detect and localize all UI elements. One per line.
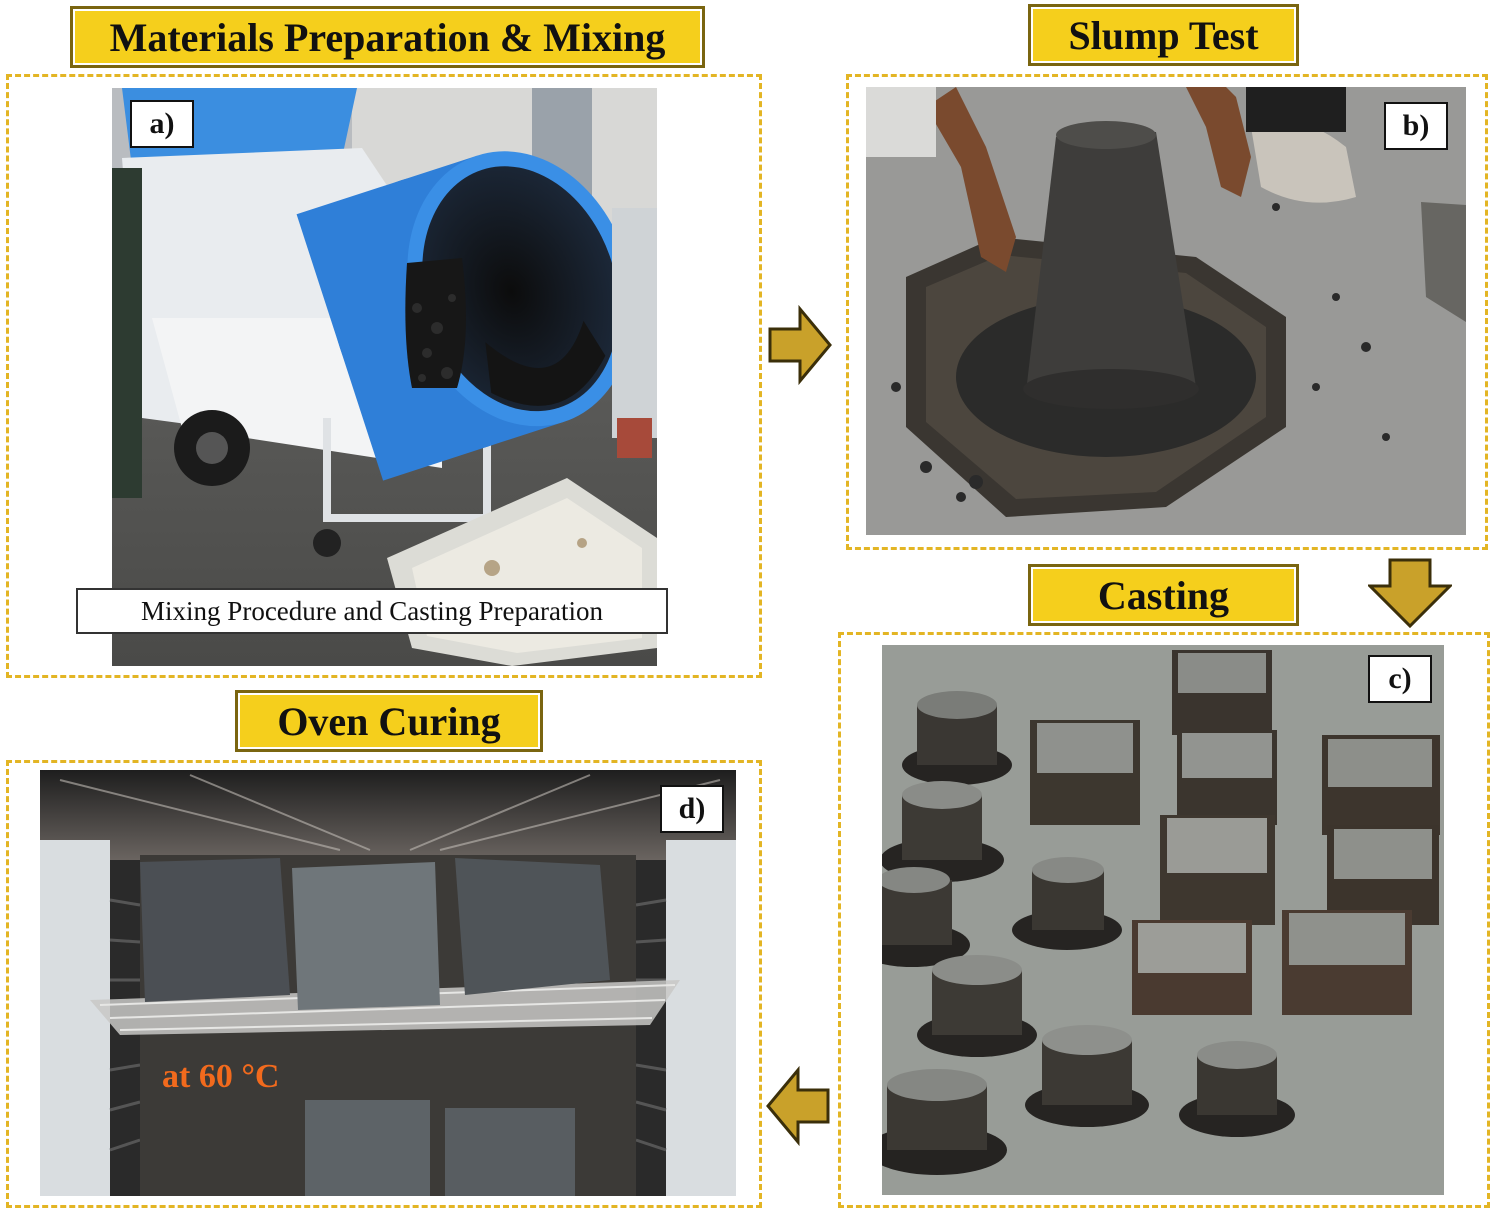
arrow-left-icon [766,1066,830,1146]
panel-a-title: Materials Preparation & Mixing [70,6,705,68]
oven-photo [40,770,736,1196]
panel-b-frame [846,74,1488,550]
panel-b-label: b) [1384,102,1448,150]
panel-a-frame [6,74,762,678]
panel-c-title: Casting [1028,564,1299,626]
mixer-illustration [112,88,657,666]
panel-a-label: a) [130,100,194,148]
mixer-photo [112,88,657,666]
casting-moulds-illustration [882,645,1444,1195]
arrow-down-icon [1368,558,1452,628]
oven-illustration [40,770,736,1196]
panel-d-frame [6,760,762,1208]
panel-c-label: c) [1368,655,1432,703]
panel-c-frame [838,632,1490,1208]
slump-cone-illustration [866,87,1466,535]
panel-b-title: Slump Test [1028,4,1299,66]
panel-d-label: d) [660,785,724,833]
casting-photo [882,645,1444,1195]
panel-d-title: Oven Curing [235,690,543,752]
arrow-right-icon [768,305,832,385]
slump-photo [866,87,1466,535]
oven-temperature-annotation: at 60 °C [162,1058,280,1095]
panel-a-caption: Mixing Procedure and Casting Preparation [76,588,668,634]
